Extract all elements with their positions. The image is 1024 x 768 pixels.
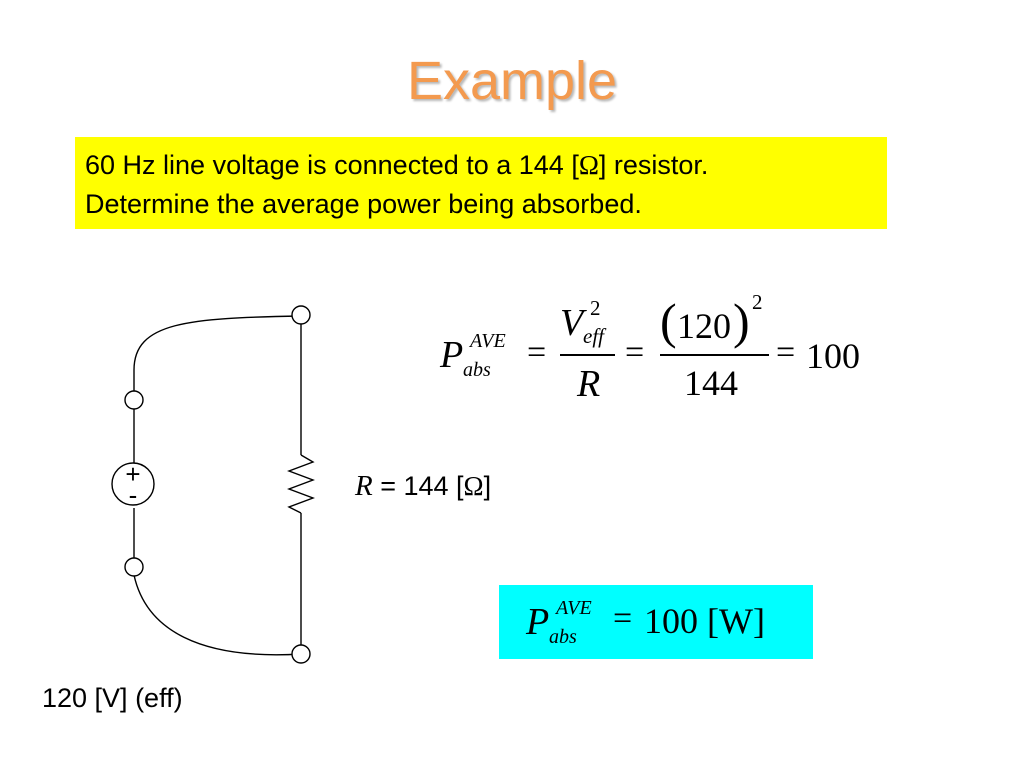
eq-equals-1: = bbox=[527, 334, 547, 371]
resistor-label: R = 144 [Ω] bbox=[355, 470, 491, 503]
eq-voltage-exponent: 2 bbox=[590, 296, 601, 320]
eq-right-paren: ) bbox=[733, 293, 750, 349]
omega-symbol: Ω bbox=[578, 150, 599, 180]
resistor-zigzag bbox=[287, 454, 315, 514]
source-minus-sign: - bbox=[128, 480, 138, 510]
resistor-variable: R bbox=[355, 470, 373, 502]
source-plus-sign: + bbox=[125, 459, 141, 489]
resistor-value-text: = 144 [ bbox=[372, 471, 464, 501]
eq-result: 100 bbox=[806, 336, 860, 376]
terminal-left-upper bbox=[124, 390, 144, 410]
eq-fraction-bar-2 bbox=[660, 354, 769, 356]
eq-power-symbol: P bbox=[440, 334, 464, 376]
eq-equals-3: = bbox=[776, 334, 796, 371]
answer-power-subscript: abs bbox=[549, 626, 577, 648]
voltage-label: 120 [V] (eff) bbox=[42, 683, 183, 713]
answer-power-superscript: AVE bbox=[556, 597, 592, 619]
eq-power-superscript: AVE bbox=[470, 330, 506, 352]
answer-box: P AVE abs = 100 [W] bbox=[499, 585, 813, 659]
terminal-bottom-right bbox=[291, 644, 311, 664]
eq-fraction-bar-1 bbox=[560, 354, 615, 356]
problem-statement-box: 60 Hz line voltage is connected to a 144… bbox=[75, 137, 887, 229]
problem-line-1-text: 60 Hz line voltage is connected to a 144… bbox=[85, 150, 579, 180]
eq-resistance-symbol: R bbox=[577, 363, 601, 405]
top-wire bbox=[133, 315, 302, 392]
problem-line-1-end: ] resistor. bbox=[598, 150, 709, 180]
omega-symbol: Ω bbox=[463, 471, 484, 501]
eq-denominator-value: 144 bbox=[684, 363, 738, 403]
eq-voltage-subscript: eff bbox=[583, 324, 604, 348]
eq-power-subscript: abs bbox=[463, 359, 491, 381]
problem-line-1: 60 Hz line voltage is connected to a 144… bbox=[85, 146, 877, 185]
answer-value: 100 [W] bbox=[644, 601, 765, 641]
resistor-label-end: ] bbox=[483, 471, 492, 501]
voltage-source bbox=[111, 462, 155, 506]
eq-left-paren: ( bbox=[660, 293, 677, 349]
eq-voltage-symbol: V bbox=[560, 302, 584, 344]
answer-equals: = bbox=[613, 600, 633, 637]
eq-numerator-value: 120 bbox=[677, 306, 731, 346]
slide-title: Example bbox=[406, 51, 618, 111]
terminal-left-lower bbox=[124, 557, 144, 577]
answer-power-symbol: P bbox=[526, 601, 550, 643]
bottom-wire bbox=[133, 574, 302, 656]
eq-equals-2: = bbox=[625, 334, 645, 371]
terminal-top-right bbox=[291, 305, 311, 325]
problem-line-2: Determine the average power being absorb… bbox=[85, 189, 642, 219]
eq-numerator-exponent: 2 bbox=[752, 290, 763, 314]
